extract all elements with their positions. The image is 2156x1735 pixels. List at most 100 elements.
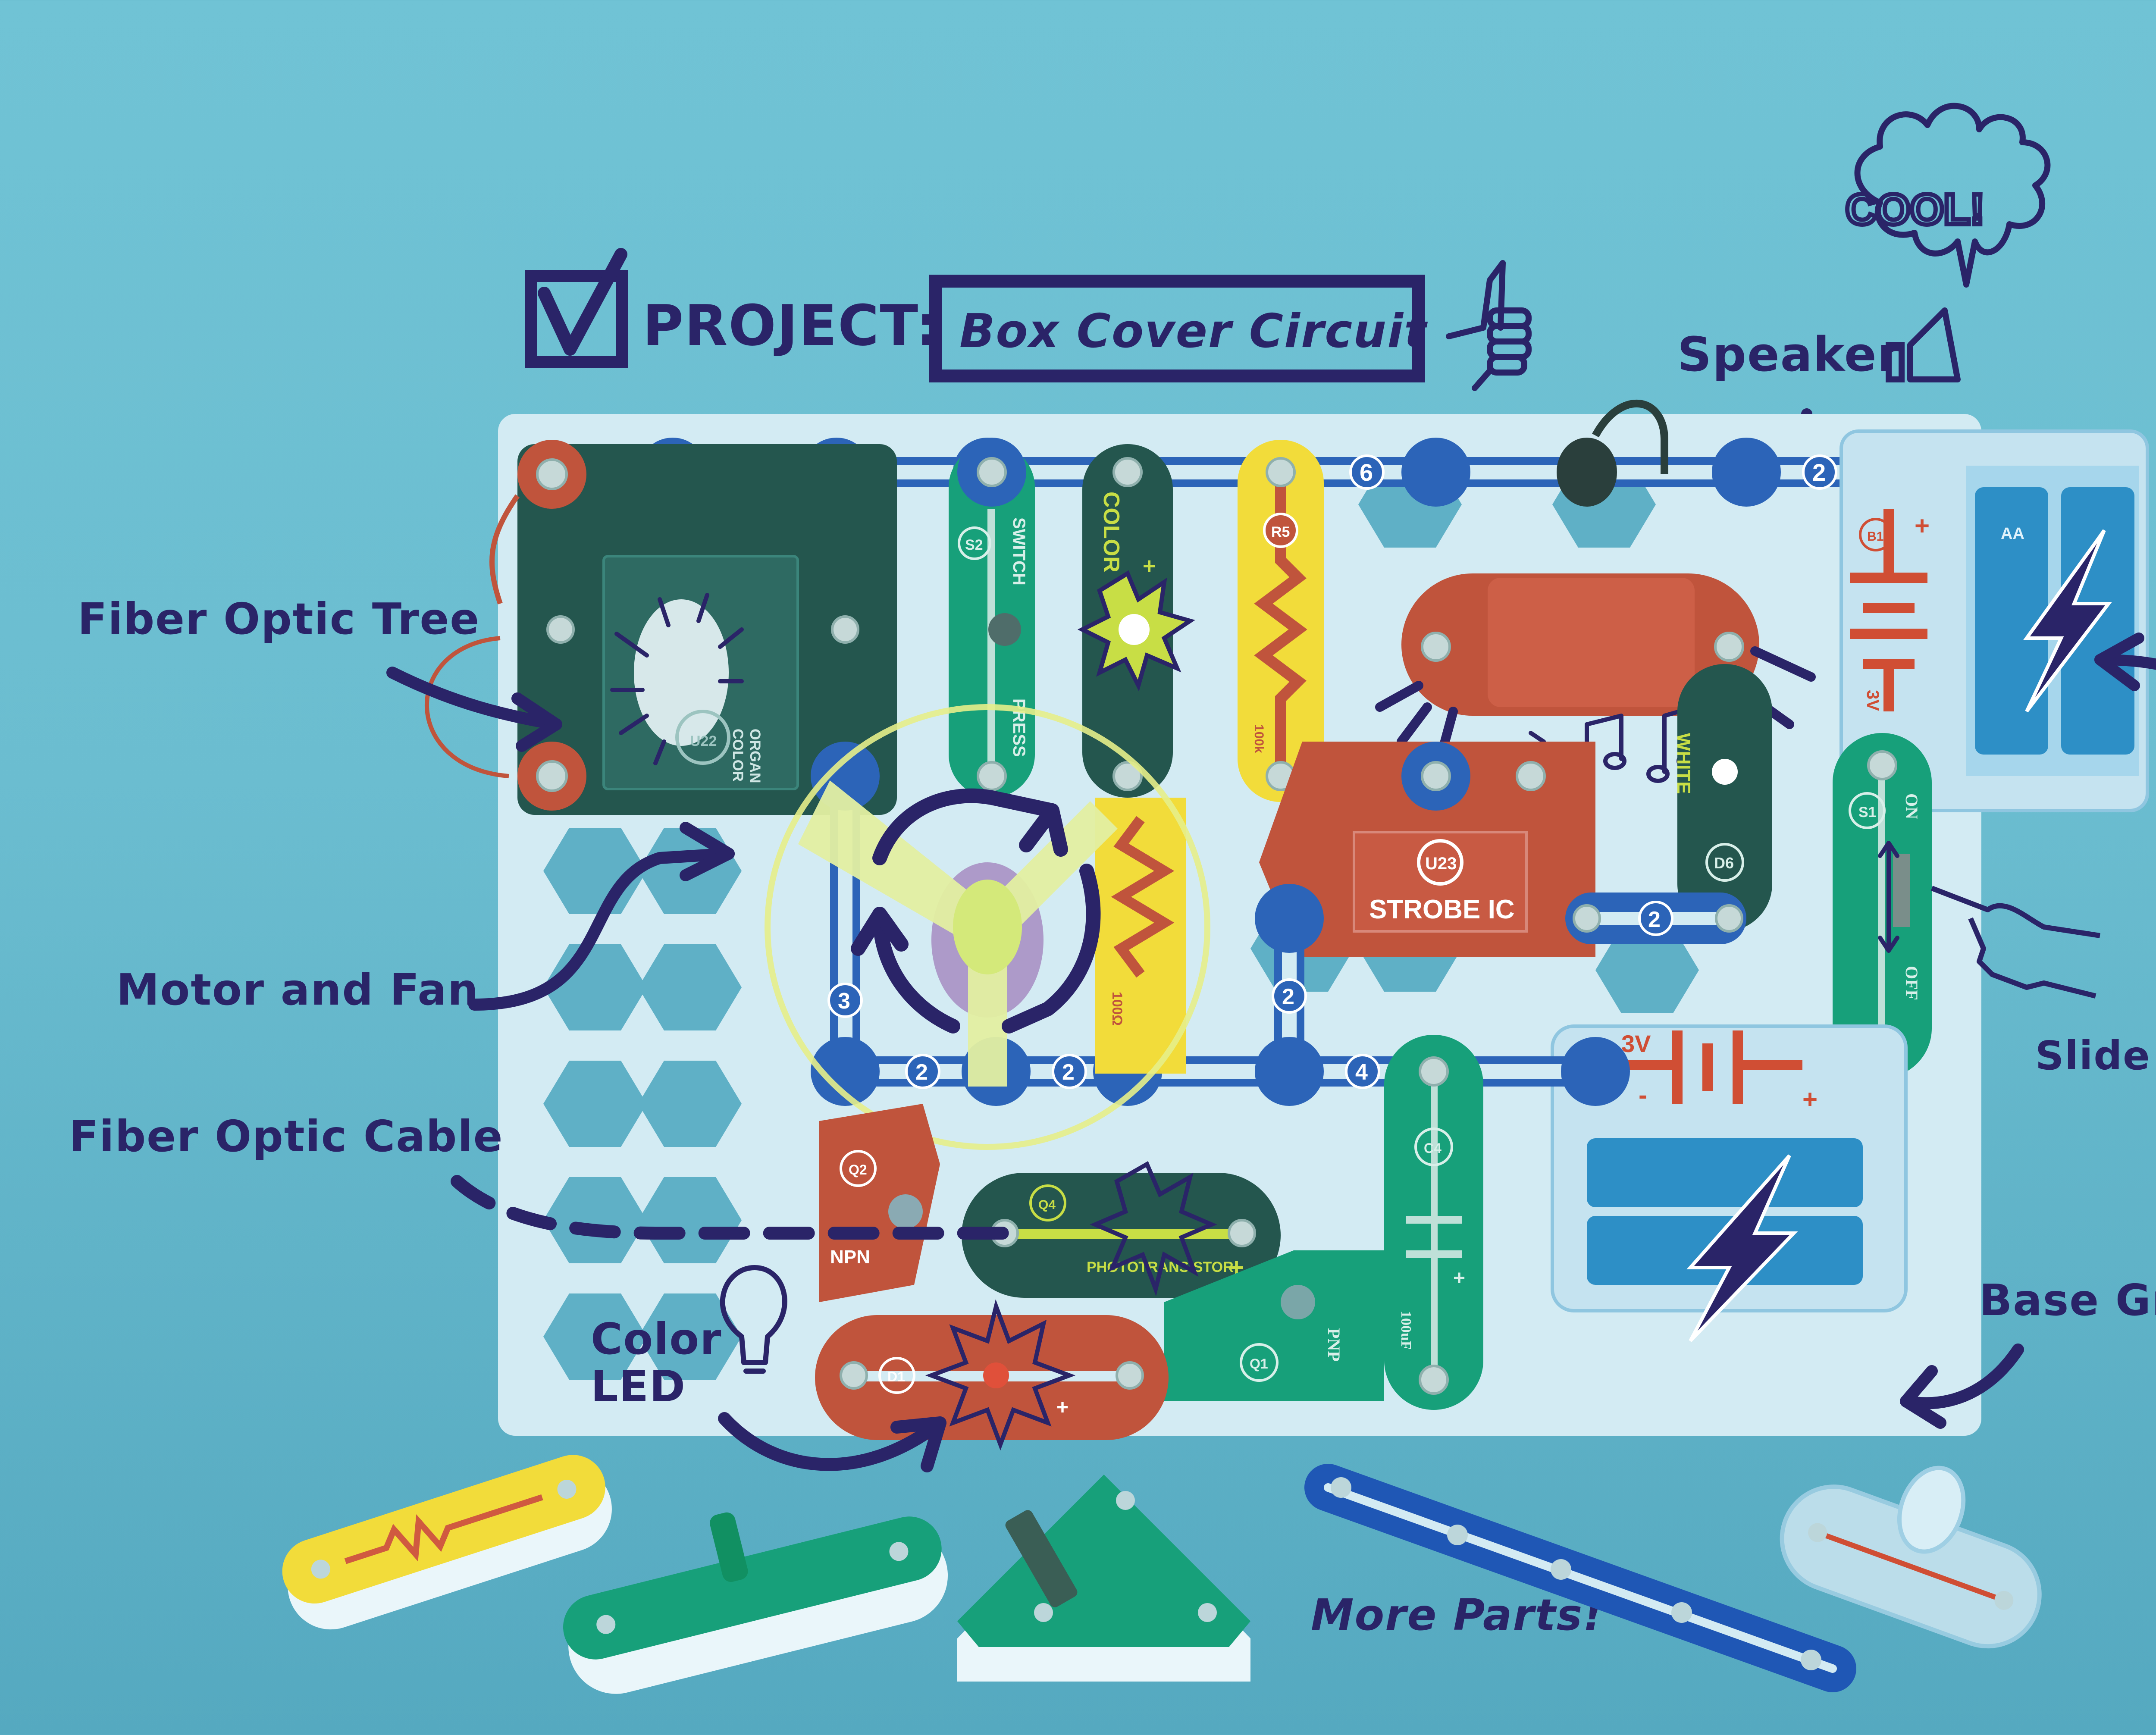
- svg-text:2: 2: [1812, 459, 1826, 486]
- svg-text:PNP: PNP: [1324, 1328, 1344, 1362]
- svg-text:AA: AA: [2001, 525, 2024, 543]
- color-led-callout: Color LED: [591, 1265, 946, 1472]
- fiber-optic-cable-callout: Fiber Optic Cable: [69, 1111, 1011, 1240]
- battery-module-top: AA + 3V B1: [1839, 429, 2149, 812]
- color-led-label-line2: LED: [591, 1361, 686, 1412]
- svg-text:6: 6: [1360, 459, 1373, 486]
- project-header: PROJECT: Box Cover Circuit: [525, 248, 1532, 391]
- svg-text:D1: D1: [887, 1369, 905, 1384]
- checkmark-icon: [538, 248, 627, 356]
- svg-text:4: 4: [1355, 1060, 1368, 1085]
- loose-parts: More Parts!: [282, 1455, 2042, 1694]
- svg-text:STROBE IC: STROBE IC: [1369, 895, 1515, 924]
- callout-arrow: [718, 1412, 946, 1471]
- white-led-part: WHITE D6: [1673, 664, 1772, 931]
- svg-text:WHITE: WHITE: [1673, 733, 1694, 794]
- speaker-label: Speaker: [1677, 327, 1902, 382]
- svg-text:U22: U22: [690, 733, 717, 749]
- fiber-optic-tree-callout: Fiber Optic Tree: [78, 594, 562, 752]
- fiber-optic-tree-icon: [634, 599, 729, 746]
- svg-text:S1: S1: [1858, 804, 1877, 821]
- checkbox-icon: [525, 270, 628, 368]
- color-led-label-line1: Color: [591, 1314, 722, 1364]
- svg-text:D6: D6: [1714, 854, 1734, 872]
- svg-text:SWITCH: SWITCH: [1009, 517, 1028, 586]
- speech-bubble-icon: [1854, 103, 2051, 288]
- loose-resistor-part: [282, 1455, 612, 1630]
- color-organ-module: U22 COLOR ORGAN: [425, 440, 897, 815]
- pointing-hand-icon: [1930, 886, 2100, 999]
- battery-module-callout: Battery Module: [2094, 633, 2156, 691]
- project-label: PROJECT:: [642, 293, 939, 358]
- light-bulb-icon: [720, 1265, 787, 1374]
- color-led-part: COLOR +: [1077, 444, 1195, 798]
- thumbs-up-icon: [1446, 260, 1532, 391]
- strobe-wire: 2: [1565, 893, 1746, 944]
- svg-text:S2: S2: [965, 537, 983, 553]
- motor-and-fan-label: Motor and Fan: [116, 965, 479, 1015]
- project-name-box: [929, 275, 1425, 382]
- svg-text:ORGAN: ORGAN: [747, 729, 763, 783]
- burst-icon: [925, 1299, 1076, 1451]
- motor-and-fan-callout: Motor and Fan: [116, 822, 735, 1015]
- svg-text:100Ω: 100Ω: [1109, 992, 1125, 1026]
- base-grid-callout: Base Grid: [1900, 1275, 2156, 1429]
- fiber-optic-cable-label: Fiber Optic Cable: [69, 1111, 503, 1162]
- speaker-icon-cone: [1907, 307, 1961, 382]
- slide-switch-part: S1 ON OFF: [1833, 733, 1932, 1078]
- svg-text:3V: 3V: [1863, 690, 1882, 711]
- svg-text:Q2: Q2: [849, 1162, 867, 1178]
- svg-text:NPN: NPN: [830, 1246, 870, 1268]
- base-grid-label: Base Grid: [1979, 1275, 2156, 1325]
- svg-text:R5: R5: [1271, 524, 1290, 540]
- lightning-icon: [2023, 529, 2112, 713]
- slide-switch-label: Slide Switch: [2035, 1033, 2156, 1079]
- sparkle-lines: [610, 593, 744, 765]
- speaker-part: [1375, 573, 1816, 787]
- project-name: Box Cover Circuit: [959, 304, 1428, 358]
- svg-text:U23: U23: [1425, 854, 1457, 873]
- red-led-d1: D1 +: [815, 1299, 1169, 1451]
- svg-text:2: 2: [1062, 1060, 1075, 1085]
- svg-text:ON: ON: [1902, 793, 1921, 819]
- loose-long-wire: [1304, 1464, 1856, 1692]
- loose-green-part: [563, 1512, 948, 1694]
- pnp-transistor: Q1 PNP: [1164, 1250, 1384, 1401]
- slide-switch-callout: Slide Switch: [1930, 886, 2156, 1079]
- dashed-callout-line: [451, 1175, 1011, 1240]
- svg-text:OFF: OFF: [1902, 966, 1921, 1000]
- svg-text:2: 2: [1282, 984, 1294, 1009]
- svg-text:COLOR: COLOR: [730, 729, 746, 782]
- loose-triangle-part: [957, 1475, 1250, 1682]
- resistor-100ohm: 100Ω: [1095, 798, 1186, 1074]
- svg-text:2: 2: [1648, 907, 1661, 932]
- svg-text:+: +: [1143, 554, 1156, 579]
- svg-text:3V: 3V: [1621, 1030, 1651, 1057]
- svg-text:+: +: [1453, 1267, 1465, 1290]
- svg-text:2: 2: [915, 1060, 928, 1085]
- callout-arrow: [2094, 654, 2156, 670]
- lightning-icon: [1686, 1154, 1798, 1342]
- svg-text:+: +: [1802, 1085, 1818, 1114]
- speaker-icon-body: [1886, 342, 1905, 382]
- motor-and-fan: [765, 704, 1210, 1150]
- svg-text:3: 3: [838, 989, 850, 1014]
- resistor-r5: R5 100k: [1238, 440, 1324, 802]
- capacitor-c4: C4 + 100uF: [1384, 1035, 1483, 1410]
- callout-arrow: [386, 667, 562, 730]
- battery-module-bottom: 3V - +: [1551, 1024, 1908, 1342]
- press-switch: S2 SWITCH PRESS: [949, 438, 1035, 798]
- loose-clear-part: [1780, 1466, 2042, 1649]
- speech-bubble-text: COOL!: [1846, 185, 1984, 234]
- svg-text:Q1: Q1: [1250, 1356, 1268, 1372]
- npn-transistor: Q2 NPN: [819, 1104, 940, 1302]
- fiber-optic-tree-label: Fiber Optic Tree: [78, 594, 480, 644]
- callout-arrow: [1900, 1344, 2024, 1409]
- svg-text:-: -: [1639, 1080, 1647, 1109]
- svg-text:B1: B1: [1867, 529, 1883, 544]
- svg-text:100uF: 100uF: [1398, 1311, 1414, 1350]
- callout-arrow: [468, 848, 735, 1011]
- svg-text:C4: C4: [1424, 1140, 1442, 1156]
- svg-text:+: +: [1915, 511, 1930, 540]
